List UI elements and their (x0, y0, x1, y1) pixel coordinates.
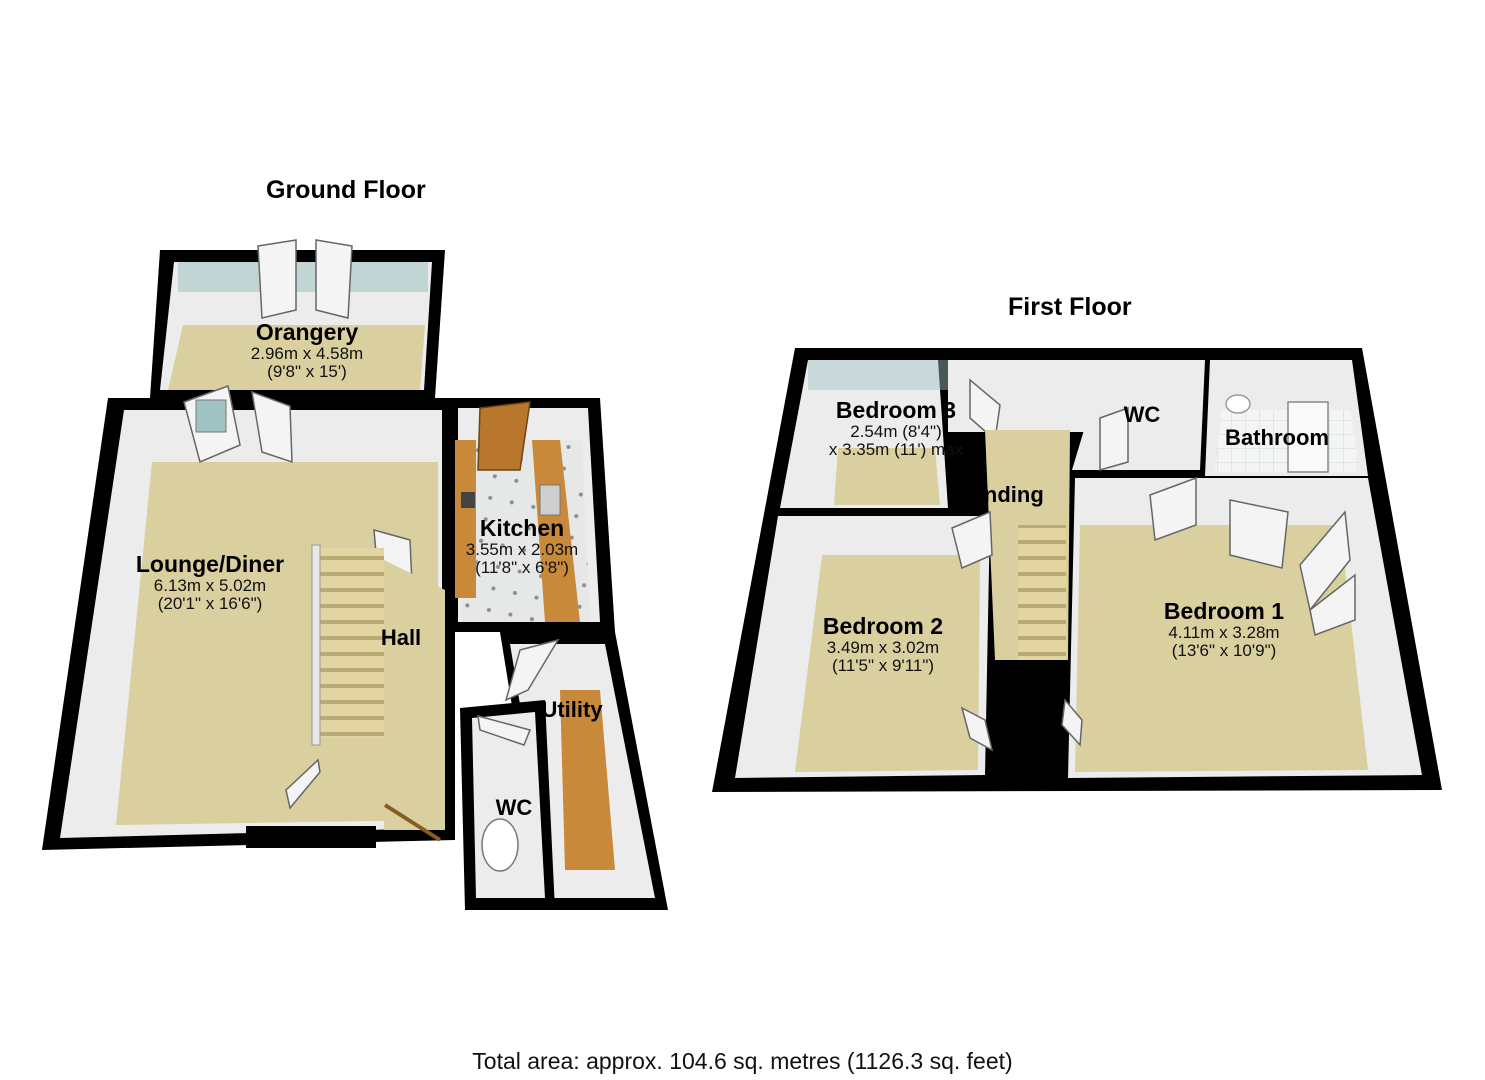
room-dimensions-metric: 3.49m x 3.02m (826, 637, 940, 657)
room-dimensions-imperial: (13'6" x 10'9") (1171, 641, 1277, 661)
room-dimensions-imperial: (9'8" x 15') (267, 362, 347, 382)
room-name: Orangery (255, 319, 359, 345)
hall-label: Hall (380, 625, 422, 650)
room-dimensions-line-2: x 3.35m (11') max (828, 440, 964, 460)
room-dimensions-metric: 6.13m x 5.02m (153, 575, 267, 595)
room-dimensions-metric: 4.11m x 3.28m (1168, 622, 1280, 642)
first-floor-title: First Floor (1008, 293, 1132, 321)
bathroom-label: Bathroom (1225, 425, 1329, 450)
orangery-room (150, 239, 445, 398)
room-dimensions-imperial: (11'8" x 6'8") (475, 558, 569, 578)
bedroom-3-label: Bedroom 3 2.54m (8'4") x 3.35m (11') max (829, 398, 963, 460)
bathroom-room (1205, 360, 1368, 476)
first-floor-plan (712, 348, 1442, 792)
room-dimensions-imperial: (11'5" x 9'11") (831, 656, 935, 676)
room-name: Bedroom 1 (1163, 598, 1285, 624)
room-name: Bedroom 2 (822, 613, 944, 639)
kitchen-label: Kitchen 3.55m x 2.03m (11'8" x 6'8") (466, 516, 578, 578)
orangery-label: Orangery 2.96m x 4.58m (9'8" x 15') (251, 320, 363, 382)
hall-floor (384, 560, 445, 830)
utility-label: Utility (541, 697, 603, 722)
room-dimensions-metric: 2.96m x 4.58m (250, 343, 364, 363)
ground-floor-title: Ground Floor (266, 176, 426, 204)
room-dimensions-metric: 3.55m x 2.03m (465, 539, 579, 559)
room-dimensions-imperial: (20'1" x 16'6") (157, 594, 263, 614)
bedroom-1-label: Bedroom 1 4.11m x 3.28m (13'6" x 10'9") (1164, 599, 1284, 661)
kitchen-room (448, 398, 615, 632)
bedroom-1-room (1061, 476, 1422, 778)
landing-label: Landing (958, 482, 1044, 507)
room-name: Kitchen (479, 515, 565, 541)
first-wc-room (1072, 360, 1205, 471)
ground-wc-label: WC (495, 795, 533, 820)
bedroom-2-label: Bedroom 2 3.49m x 3.02m (11'5" x 9'11") (823, 614, 943, 676)
total-area-caption: Total area: approx. 104.6 sq. metres (11… (472, 1048, 1013, 1074)
ground-stairs (318, 548, 384, 738)
bedroom-3-room (780, 360, 948, 508)
room-dimensions-line-1: 2.54m (8'4") (850, 421, 942, 441)
first-stairs (1018, 525, 1066, 660)
first-wc-label: WC (1123, 402, 1161, 427)
room-name: Bedroom 3 (835, 397, 957, 423)
ground-wc-room (460, 700, 555, 910)
ground-floor-plan (42, 239, 668, 910)
room-name: Lounge/Diner (135, 551, 285, 577)
lounge-diner-label: Lounge/Diner 6.13m x 5.02m (20'1" x 16'6… (136, 552, 284, 614)
front-entrance (246, 826, 376, 848)
bedroom-2-room (735, 510, 994, 778)
